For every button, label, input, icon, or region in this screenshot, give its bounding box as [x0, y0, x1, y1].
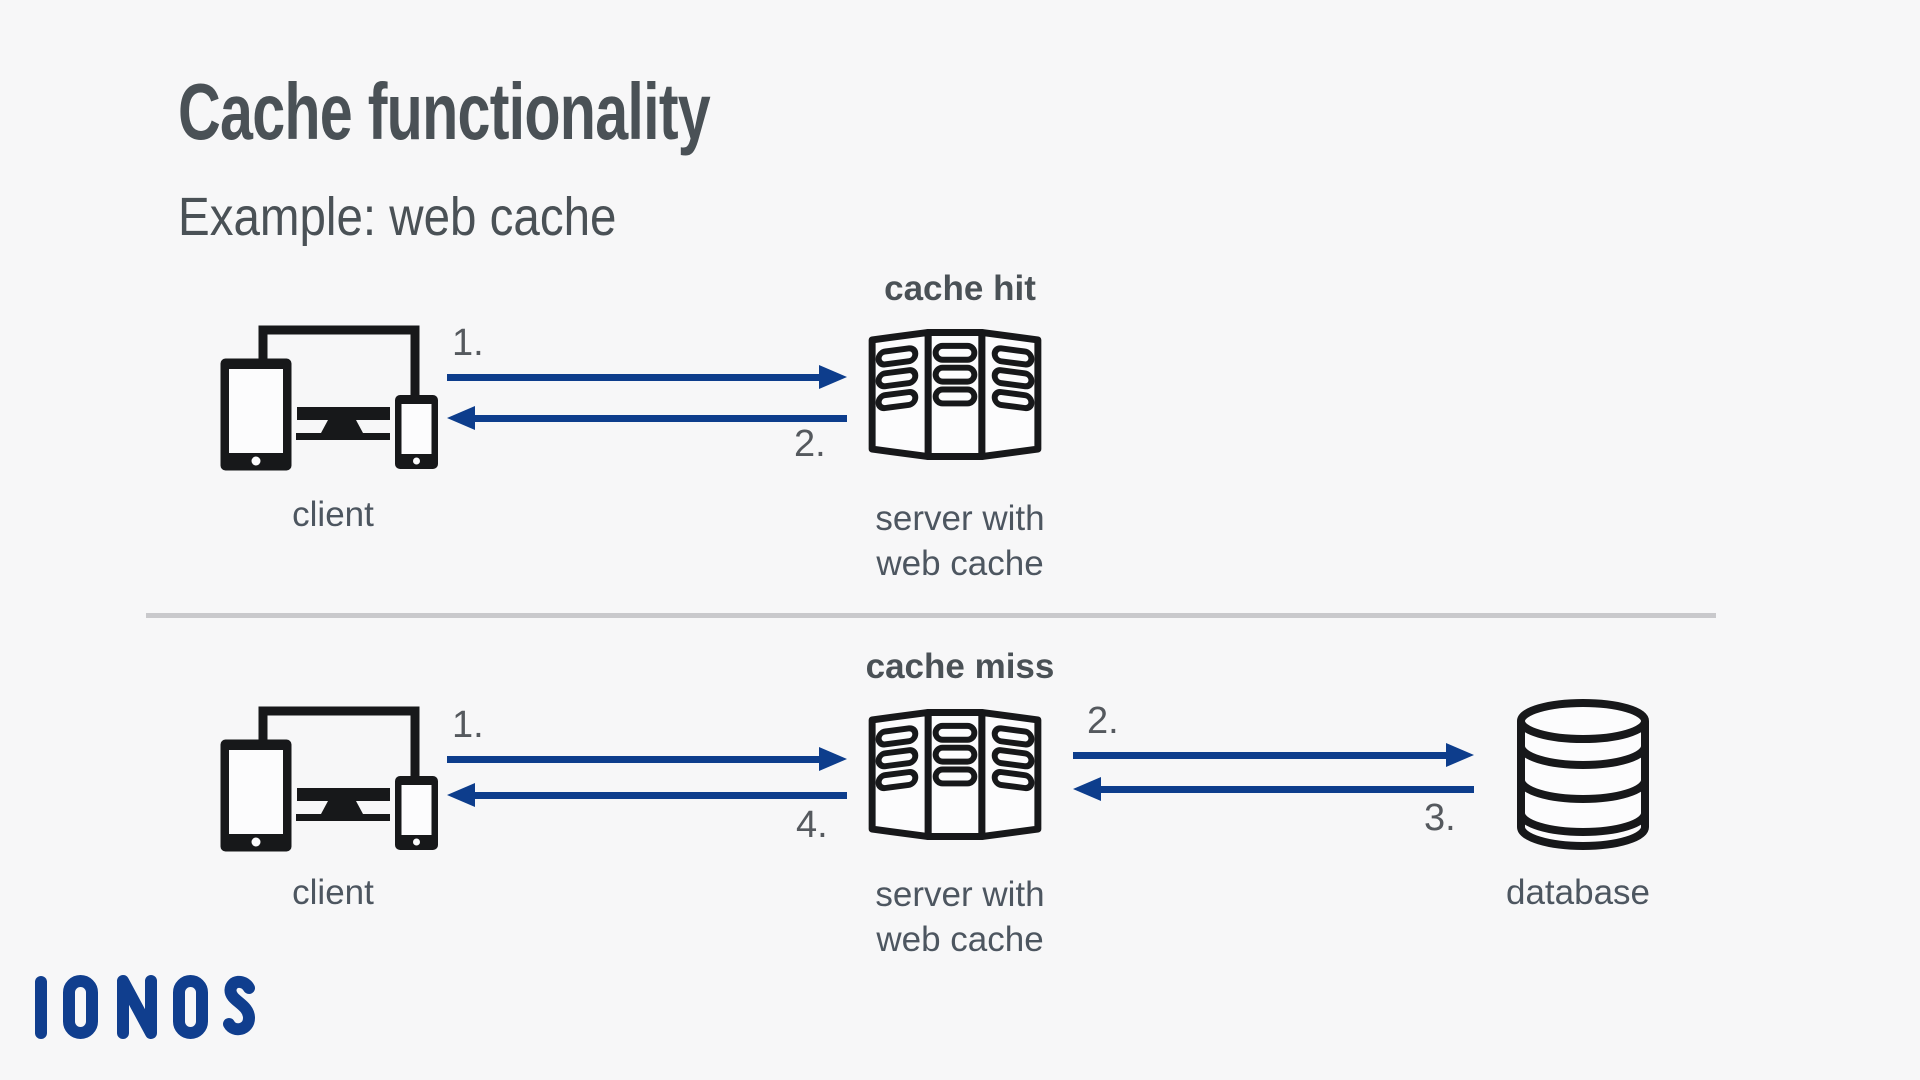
arrow-head	[447, 783, 475, 807]
arrow-head	[1446, 743, 1474, 767]
arrow-shaft	[471, 792, 847, 799]
cache-miss-caption: cache miss	[865, 647, 1055, 686]
arrow-shaft	[1073, 752, 1450, 759]
step-2-label: 2.	[1087, 700, 1119, 742]
ionos-logo-text: IONOS	[0, 0, 1, 1]
client-devices-icon	[220, 706, 438, 852]
server-label-line1: server with	[875, 875, 1045, 914]
cache-hit-caption: cache hit	[884, 269, 1036, 308]
server-label-line2: web cache	[876, 544, 1044, 583]
arrow-shaft	[447, 374, 823, 381]
server-icon	[868, 709, 1042, 840]
arrow-right-icon	[447, 746, 847, 772]
client-label: client	[292, 495, 374, 534]
server-label: server with web cache	[760, 872, 1160, 962]
section-divider	[146, 613, 1716, 618]
arrow-head	[819, 747, 847, 771]
arrow-head	[1073, 777, 1101, 801]
arrow-head	[447, 406, 475, 430]
arrow-left-icon	[447, 782, 847, 808]
arrow-left-icon	[1073, 776, 1474, 802]
arrow-head	[819, 365, 847, 389]
step-2-label: 2.	[794, 423, 826, 465]
client-devices-icon	[220, 325, 438, 471]
arrow-shaft	[447, 756, 823, 763]
ionos-logo	[35, 975, 255, 1039]
server-icon	[868, 329, 1042, 460]
step-4-label: 4.	[796, 804, 828, 846]
step-1-label: 1.	[452, 322, 484, 364]
arrow-shaft	[1097, 786, 1474, 793]
server-label-line1: server with	[875, 499, 1045, 538]
arrow-shaft	[471, 415, 847, 422]
database-label: database	[1505, 873, 1651, 912]
client-label: client	[292, 873, 374, 912]
database-icon	[1517, 699, 1649, 850]
arrow-right-icon	[447, 364, 847, 390]
arrow-right-icon	[1073, 742, 1474, 768]
server-label: server with web cache	[760, 496, 1160, 586]
step-1-label: 1.	[452, 704, 484, 746]
page-subtitle: Example: web cache	[178, 187, 617, 247]
arrow-left-icon	[447, 405, 847, 431]
step-3-label: 3.	[1424, 797, 1456, 839]
page-title: Cache functionality	[178, 67, 711, 156]
server-label-line2: web cache	[876, 920, 1044, 959]
